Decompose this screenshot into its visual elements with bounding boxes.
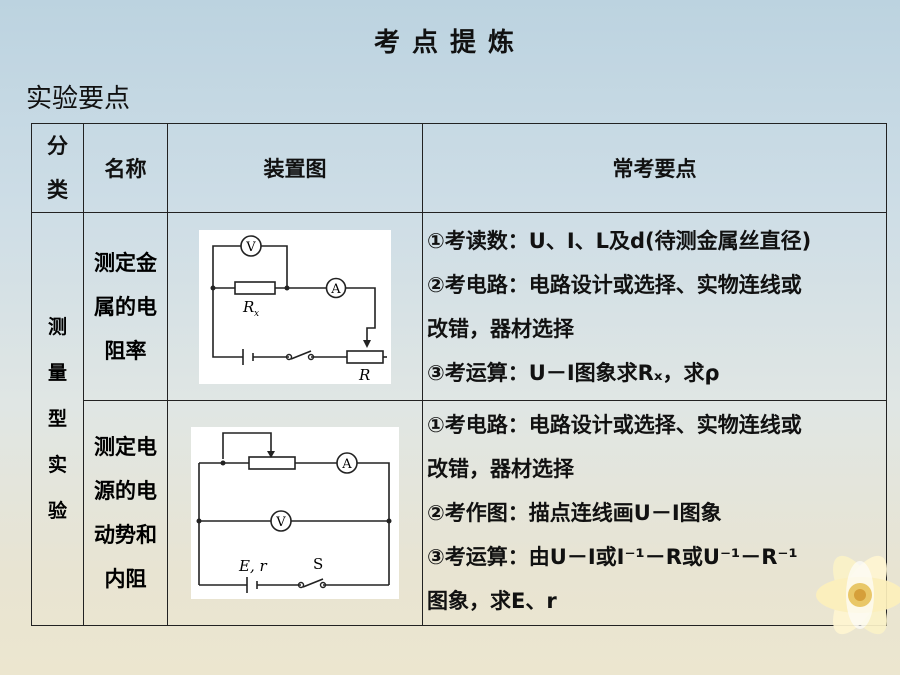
header-name: 名称 (83, 123, 168, 213)
svg-text:V: V (245, 240, 256, 255)
key-point: ①考读数：U、I、L及d(待测金属丝直径) (427, 228, 812, 253)
key-point: ①考电路：电路设计或选择、实物连线或 (427, 413, 802, 437)
key-point: 改错，器材选择 (427, 457, 574, 481)
header-category-text: 分类 (47, 134, 68, 202)
key-point: ③考运算：U－I图象求Rₓ，求ρ (427, 360, 720, 385)
rheostat-label: R (358, 366, 370, 384)
emf-circuit-diagram: A V E, r S (191, 427, 399, 599)
svg-text:A: A (330, 282, 341, 297)
key-point: 改错，器材选择 (427, 316, 574, 341)
svg-text:V: V (275, 515, 286, 530)
experiment-name-text: 测定电源的电动势和内阻 (94, 435, 157, 591)
category-cell: 测量型实验 (31, 212, 84, 626)
ammeter-icon: A (325, 277, 347, 298)
key-point: ②考作图：描点连线画U－I图象 (427, 501, 722, 525)
decorative-flower-icon (816, 555, 900, 635)
experiment-name: 测定电源的电动势和内阻 (83, 400, 168, 626)
section-subtitle: 实验要点 (26, 84, 131, 114)
page-title: 考点提炼 (373, 28, 526, 58)
resistor-rx-subscript: x (254, 309, 259, 319)
category-text: 测量型实验 (47, 316, 67, 522)
svg-text:A: A (341, 457, 352, 472)
experiment-name-text: 测定金属的电阻率 (94, 250, 157, 363)
device-image-cell: V A R x R (167, 212, 423, 401)
ammeter-icon: A (336, 452, 358, 474)
key-points-cell: ①考读数：U、I、L及d(待测金属丝直径) ②考电路：电路设计或选择、实物连线或… (422, 212, 887, 401)
rheostat-arrow-icon (267, 451, 275, 458)
key-point: ③考运算：由U－I或I⁻¹－R或U⁻¹－R⁻¹ (427, 545, 798, 569)
header-device: 装置图 (167, 123, 423, 213)
key-points-cell: ①考电路：电路设计或选择、实物连线或 改错，器材选择 ②考作图：描点连线画U－I… (422, 400, 887, 626)
resistor-rx-label: R (242, 298, 254, 316)
device-image-cell: A V E, r S (167, 400, 423, 626)
table-row: 测量型实验 测定金属的电阻率 (31, 212, 887, 626)
experiment-table: 分类 名称 装置图 常考要点 测量型实验 测定金属的电阻率 (31, 123, 887, 626)
source-label: E, r (238, 557, 267, 575)
table-header-row: 分类 名称 装置图 常考要点 (31, 123, 887, 213)
voltmeter-icon: V (270, 510, 292, 532)
key-point: 图象，求E、r (427, 589, 557, 613)
resistivity-circuit-diagram: V A R x R (199, 229, 391, 384)
voltmeter-icon: V (240, 234, 262, 257)
table-row: 测定电源的电动势和内阻 (32, 400, 887, 626)
header-points: 常考要点 (422, 123, 887, 213)
experiment-name: 测定金属的电阻率 (83, 212, 168, 401)
rheostat-arrow-icon (363, 339, 371, 348)
header-category: 分类 (31, 123, 84, 213)
switch-label: S (313, 555, 323, 573)
key-point: ②考电路：电路设计或选择、实物连线或 (427, 272, 802, 297)
